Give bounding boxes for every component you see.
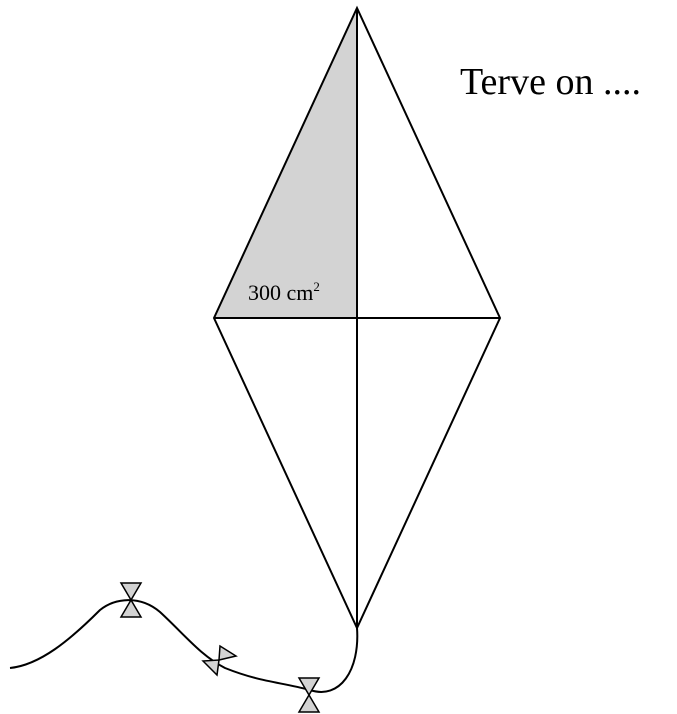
question-text: Terve on .... <box>460 61 641 103</box>
tail-bow-middle <box>201 644 238 677</box>
kite-tail-string <box>9 599 359 693</box>
tail-bow-bottom <box>297 677 321 713</box>
area-label-value: 300 cm <box>248 280 313 305</box>
area-label-exponent: 2 <box>313 279 320 294</box>
area-label: 300 cm2 <box>248 279 320 305</box>
tail-bow-top <box>119 582 143 618</box>
